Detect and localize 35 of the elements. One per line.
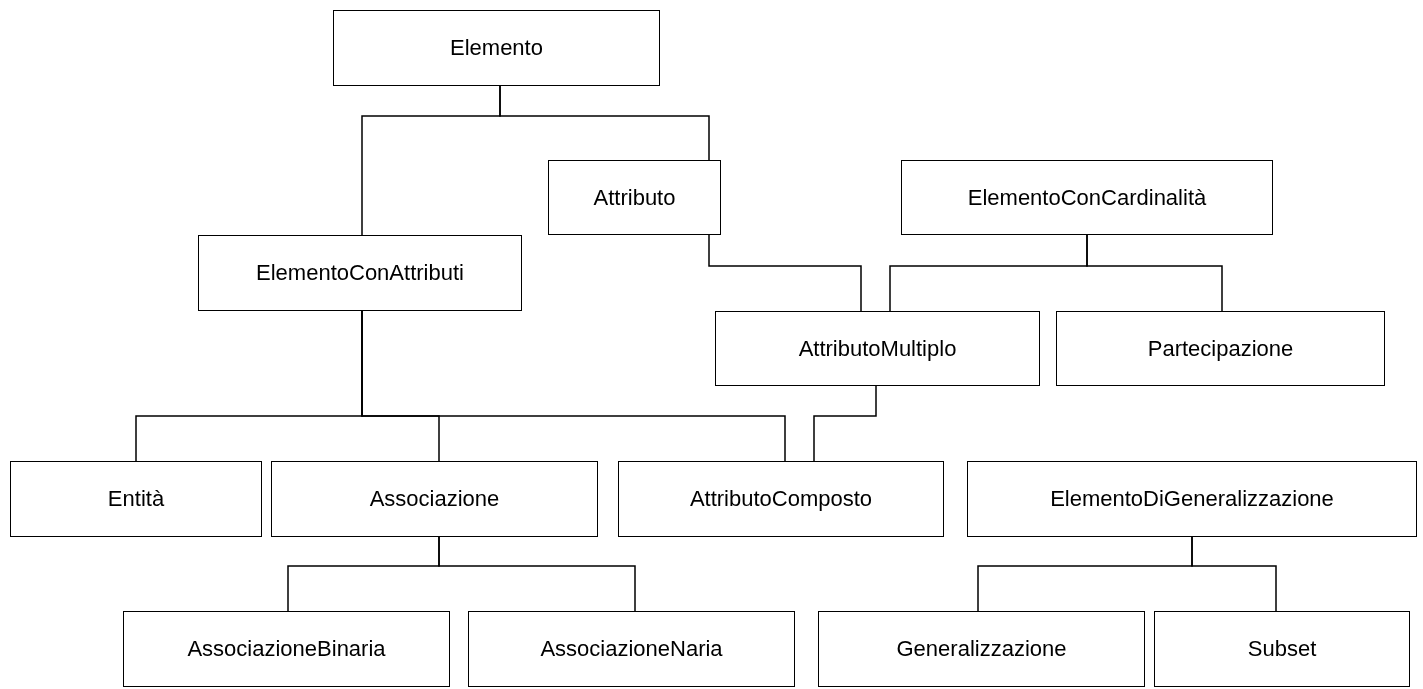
class-box [967, 461, 1417, 537]
class-name: Associazione [369, 486, 500, 512]
connector-line [813, 385, 877, 462]
class-box [10, 461, 262, 537]
class-name: Attributo [593, 184, 676, 211]
class-box [1056, 311, 1385, 386]
class-name: ElementoConCardinalità [967, 184, 1207, 211]
connector-line [361, 310, 786, 462]
class-name: AttributoComposto [689, 486, 873, 512]
class-box [818, 611, 1145, 687]
connector-line [1086, 234, 1223, 312]
connector-line [499, 85, 710, 161]
class-box [333, 10, 660, 86]
class-box [1154, 611, 1410, 687]
class-name: Subset [1247, 636, 1317, 662]
connector-line [708, 234, 862, 312]
class-name: Elemento [450, 35, 543, 61]
class-box [618, 461, 944, 537]
class-box [901, 160, 1273, 235]
class-box [123, 611, 450, 687]
connector-line [438, 536, 636, 612]
class-name: Partecipazione [1147, 335, 1294, 362]
class-name: ElementoDiGeneralizzazione [1050, 486, 1334, 512]
class-name: AssociazioneBinaria [187, 636, 386, 662]
class-name: AssociazioneNaria [540, 636, 723, 662]
class-name: Entità [107, 486, 165, 512]
class-box [198, 235, 522, 311]
class-name: ElementoConAttributi [256, 260, 464, 286]
class-box [271, 461, 598, 537]
class-box [468, 611, 795, 687]
class-box [548, 160, 721, 235]
class-name: AttributoMultiplo [798, 335, 957, 362]
connector-line [1191, 536, 1277, 612]
class-name: Generalizzazione [896, 636, 1067, 662]
class-box [715, 311, 1040, 386]
